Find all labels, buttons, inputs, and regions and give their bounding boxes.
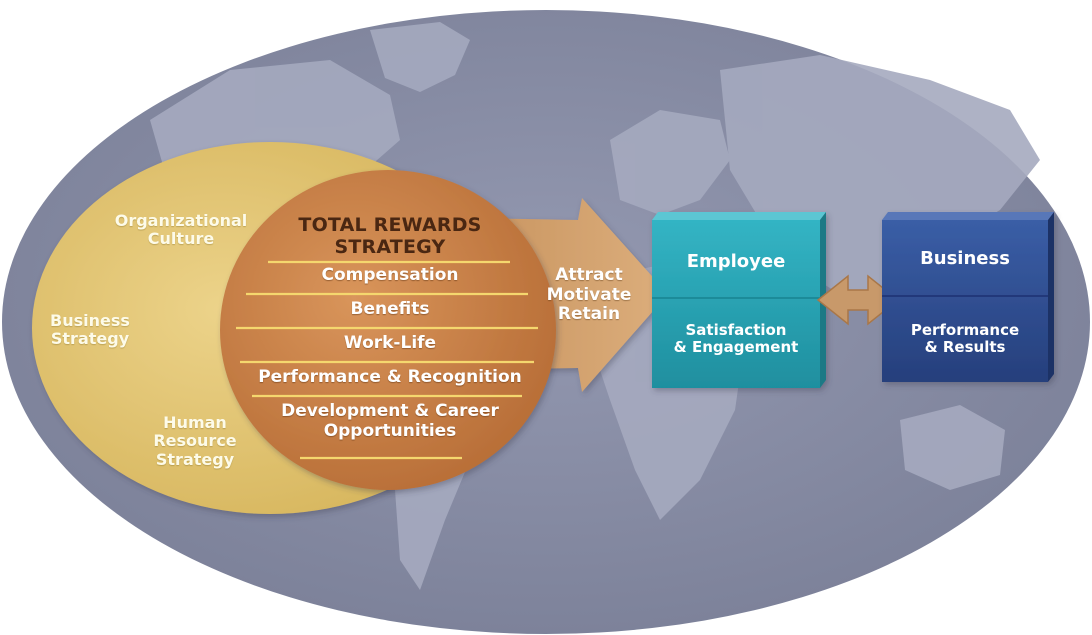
business-box-front <box>882 220 1048 382</box>
employee-box <box>652 212 826 388</box>
australia-shape <box>900 405 1005 490</box>
reward-item-performance-recognition: Performance & Recognition <box>258 367 522 387</box>
reward-item-development-career: Development & Career Opportunities <box>281 401 499 441</box>
business-box-side <box>1048 212 1054 382</box>
total-rewards-title: TOTAL REWARDS STRATEGY <box>298 214 482 258</box>
business-box <box>882 212 1054 382</box>
employee-box-front <box>652 220 820 388</box>
attract-motivate-retain-label: Attract Motivate Retain <box>546 265 632 325</box>
reward-item-benefits: Benefits <box>350 299 430 319</box>
reward-item-compensation: Compensation <box>321 265 459 285</box>
rewards-divider-lines <box>236 260 538 460</box>
business-box-title: Business <box>920 248 1010 269</box>
hr-strategy-label: Human Resource Strategy <box>153 413 237 469</box>
total-rewards-circle <box>220 170 556 490</box>
greenland-shape <box>370 22 470 92</box>
employee-box-title: Employee <box>686 251 786 272</box>
business-strategy-label: Business Strategy <box>50 311 130 349</box>
organizational-culture-label: Organizational Culture <box>114 211 248 249</box>
reward-item-work-life: Work-Life <box>343 333 437 353</box>
europe-shape <box>610 110 730 215</box>
employee-box-top <box>652 212 826 220</box>
business-box-top <box>882 212 1054 220</box>
employee-box-subtitle: Satisfaction & Engagement <box>673 321 799 357</box>
business-box-subtitle: Performance & Results <box>910 321 1020 357</box>
